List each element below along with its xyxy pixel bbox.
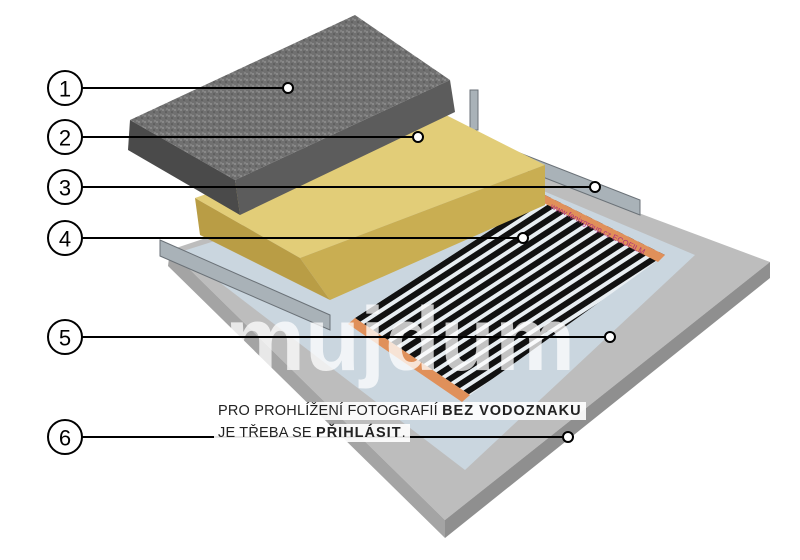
heating-film [348, 195, 665, 402]
svg-text:4: 4 [59, 227, 71, 252]
watermark-line-1-bold: BEZ VODOZNAKU [442, 403, 582, 419]
callout-5: 5 [47, 319, 83, 355]
mineral-wool-insulation [195, 112, 545, 300]
svg-text:3: 3 [59, 176, 71, 201]
concrete-slab [128, 15, 455, 215]
svg-text:6: 6 [59, 426, 71, 451]
watermark-line-2[interactable]: JE TŘEBA SE PŘIHLÁSIT. [214, 424, 410, 442]
callout-3: 3 [47, 169, 83, 205]
svg-text:5: 5 [59, 326, 71, 351]
login-link[interactable]: PŘIHLÁSIT [316, 425, 402, 441]
watermark-line-2-text: JE TŘEBA SE [218, 425, 317, 441]
callout-1: 1 [47, 70, 83, 106]
callout-4: 4 [47, 220, 83, 256]
callout-circles: 1 2 3 4 5 6 [47, 70, 83, 455]
svg-text:2: 2 [59, 126, 71, 151]
watermark-line-2-end: . [401, 425, 406, 441]
watermark-logo: mujdum [225, 290, 575, 390]
watermark-line-1-text: PRO PROHLÍŽENÍ FOTOGRAFIÍ [218, 403, 443, 419]
watermark-line-1: PRO PROHLÍŽENÍ FOTOGRAFIÍ BEZ VODOZNAKU [214, 402, 586, 420]
callout-6: 6 [47, 419, 83, 455]
svg-text:1: 1 [59, 77, 71, 102]
callout-2: 2 [47, 119, 83, 155]
